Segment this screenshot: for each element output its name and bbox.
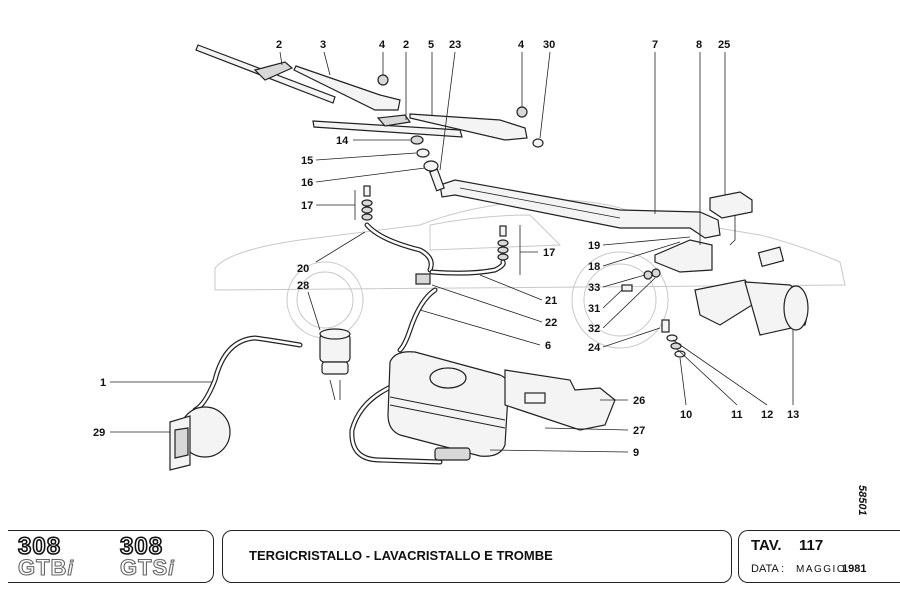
document-number: 58501 <box>856 485 868 516</box>
part-label-21: 21 <box>545 295 557 307</box>
washer-33 <box>643 270 653 280</box>
washer-pump-28 <box>319 328 351 401</box>
part-label-17: 17 <box>543 247 555 259</box>
horn-29 <box>169 406 231 471</box>
nozzle-right-17 <box>497 225 509 261</box>
car-silhouette-background <box>214 199 846 349</box>
part-label-3: 3 <box>320 39 326 51</box>
part-label-8: 8 <box>696 39 702 51</box>
wiper-arm-right <box>409 113 528 141</box>
part-label-13: 13 <box>787 409 799 421</box>
logo-308-gtbi: 308 GTBi <box>17 533 75 580</box>
motor-bracket-8 <box>654 239 713 273</box>
wiper-blade-left <box>195 44 336 104</box>
part-label-26: 26 <box>633 395 645 407</box>
seal-30 <box>532 138 544 148</box>
part-label-9: 9 <box>633 447 639 459</box>
screw-31 <box>621 284 633 292</box>
wiper-motor-13 <box>694 246 809 336</box>
part-label-25: 25 <box>718 39 730 51</box>
part-label-17: 17 <box>301 200 313 212</box>
washer-15 <box>416 148 430 158</box>
nozzle-left-17 <box>361 185 373 221</box>
model-logo-box: 308 GTBi 308 GTSi <box>8 530 214 583</box>
logo-model: GTBi <box>17 555 75 580</box>
plate-label: TAV. <box>751 537 782 554</box>
date-month: MAGGIO <box>796 564 847 575</box>
logo-number: 308 <box>119 533 164 560</box>
part-label-14: 14 <box>336 135 349 147</box>
part-label-15: 15 <box>301 155 313 167</box>
part-label-33: 33 <box>588 282 600 294</box>
leader-lines <box>110 51 794 453</box>
part-label-2: 2 <box>276 39 282 51</box>
part-label-31: 31 <box>588 303 600 315</box>
clip-27 <box>524 392 546 404</box>
logo-number: 308 <box>17 533 62 560</box>
nut-4-right <box>516 106 528 118</box>
part-label-6: 6 <box>545 340 551 352</box>
part-label-28: 28 <box>297 280 309 292</box>
part-label-27: 27 <box>633 425 645 437</box>
part-label-29: 29 <box>93 427 105 439</box>
washer-10 <box>674 350 686 358</box>
part-label-1: 1 <box>100 377 106 389</box>
washer-14 <box>410 135 424 145</box>
part-label-4: 4 <box>518 39 525 51</box>
plate-number: 117 <box>799 537 824 554</box>
nut-4-left <box>377 74 389 86</box>
date-label: DATA : <box>751 563 785 575</box>
part-label-7: 7 <box>652 39 658 51</box>
logo-model: GTSi <box>119 555 175 580</box>
part-label-23: 23 <box>449 39 461 51</box>
part-label-10: 10 <box>680 409 692 421</box>
part-label-18: 18 <box>588 261 600 273</box>
part-label-5: 5 <box>428 39 434 51</box>
wiper-arm-left <box>293 65 401 111</box>
part-label-20: 20 <box>297 263 309 275</box>
washer-hoses <box>192 222 506 465</box>
relay-25 <box>709 191 753 246</box>
plate-info-box: TAV. 117 DATA : MAGGIO 1981 <box>738 530 900 583</box>
reservoir-tray-26 <box>504 369 616 431</box>
title-box: TERGICRISTALLO - LAVACRISTALLO E TROMBE <box>222 530 732 583</box>
washer-12 <box>666 334 678 342</box>
wiper-linkage <box>429 168 721 239</box>
logo-308-gtsi: 308 GTSi <box>119 533 175 580</box>
part-label-2: 2 <box>403 39 409 51</box>
wiper-blade-right <box>312 114 463 138</box>
part-label-11: 11 <box>731 409 743 421</box>
t-connector-22 <box>415 273 431 285</box>
part-label-22: 22 <box>545 317 557 329</box>
screw-24 <box>661 319 670 333</box>
part-label-19: 19 <box>588 240 600 252</box>
part-label-24: 24 <box>588 342 601 354</box>
part-label-30: 30 <box>543 39 555 51</box>
part-label-4: 4 <box>379 39 386 51</box>
date-year: 1981 <box>842 563 867 575</box>
part-label-16: 16 <box>301 177 313 189</box>
washer-reservoir-9 <box>387 351 510 461</box>
sheet-title: TERGICRISTALLO - LAVACRISTALLO E TROMBE <box>249 548 553 563</box>
washer-32 <box>651 268 661 278</box>
nut-11 <box>670 342 682 350</box>
part-label-12: 12 <box>761 409 773 421</box>
exploded-parts-diagram: 2 3 4 2 5 23 4 30 7 8 25 14 15 16 17 17 … <box>93 39 846 471</box>
part-label-32: 32 <box>588 323 600 335</box>
